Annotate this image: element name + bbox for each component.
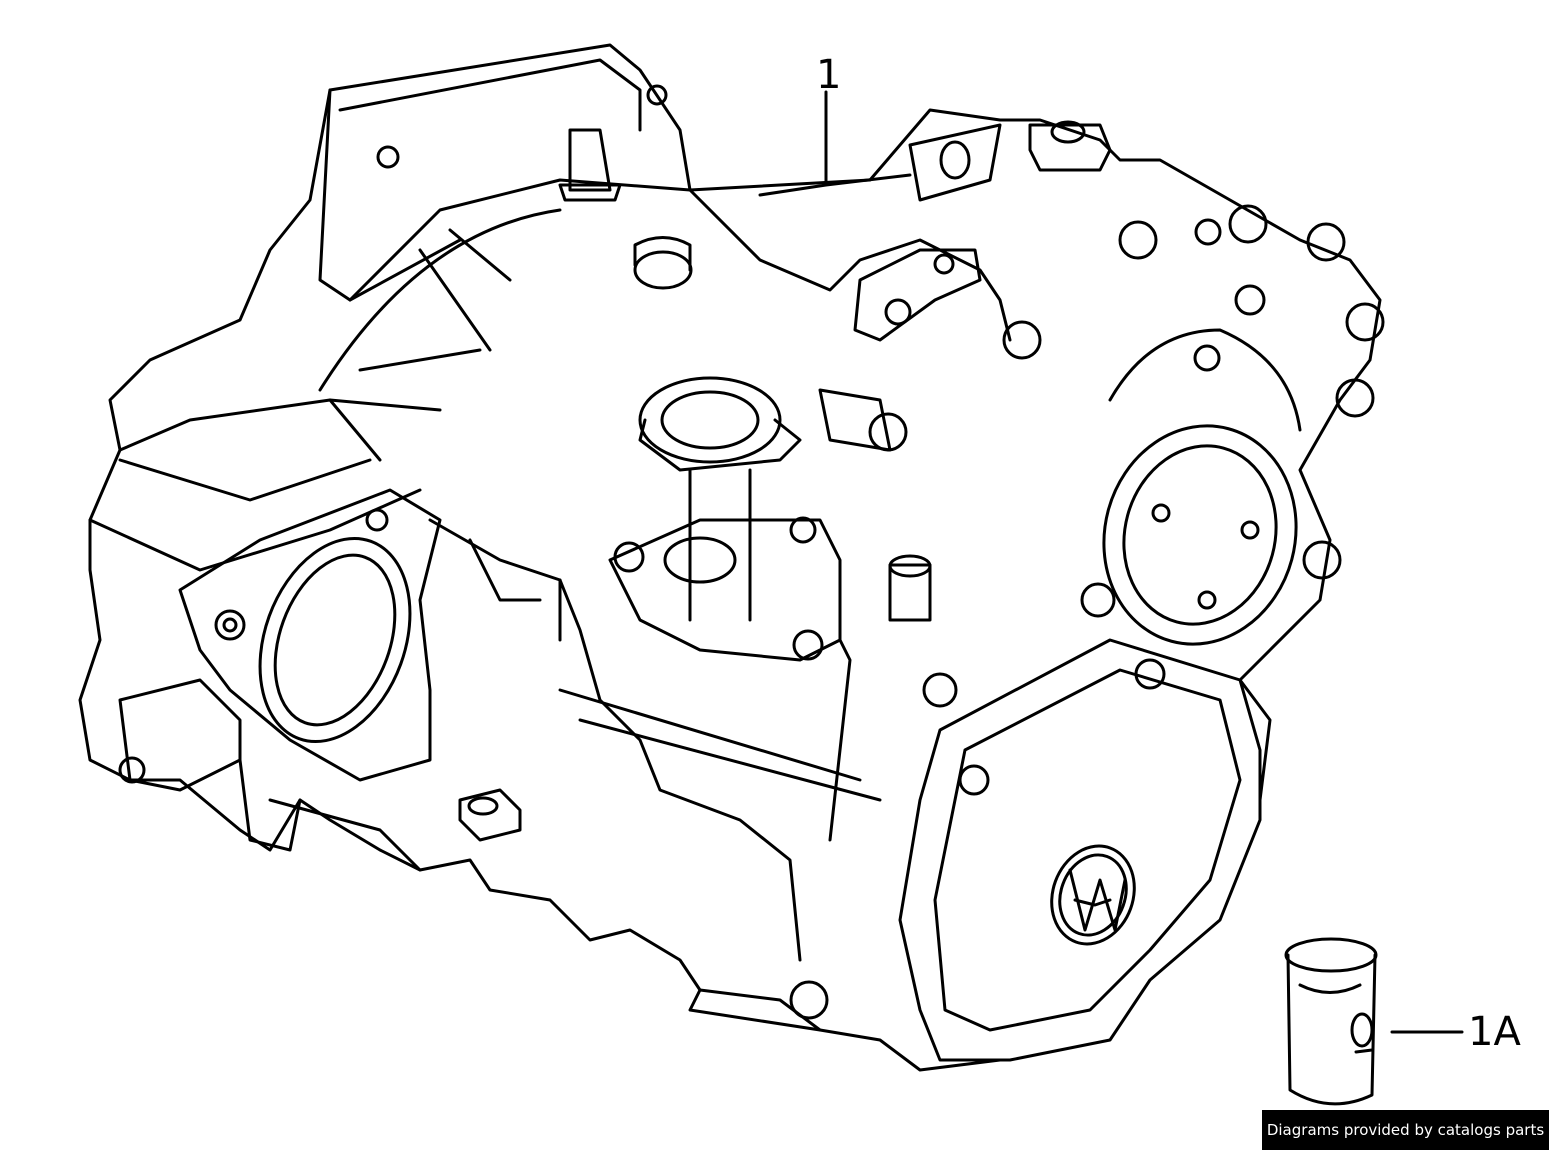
part-1a-canister — [1284, 937, 1464, 1106]
vw-logo — [1050, 844, 1136, 946]
callout-label-1a: 1A — [1468, 1009, 1521, 1055]
gearbox-assembly — [78, 43, 1385, 1072]
callout-label-1: 1 — [816, 52, 842, 98]
credit-banner: Diagrams provided by catalogs parts — [1262, 1110, 1549, 1150]
callout-1-leader — [758, 90, 912, 197]
